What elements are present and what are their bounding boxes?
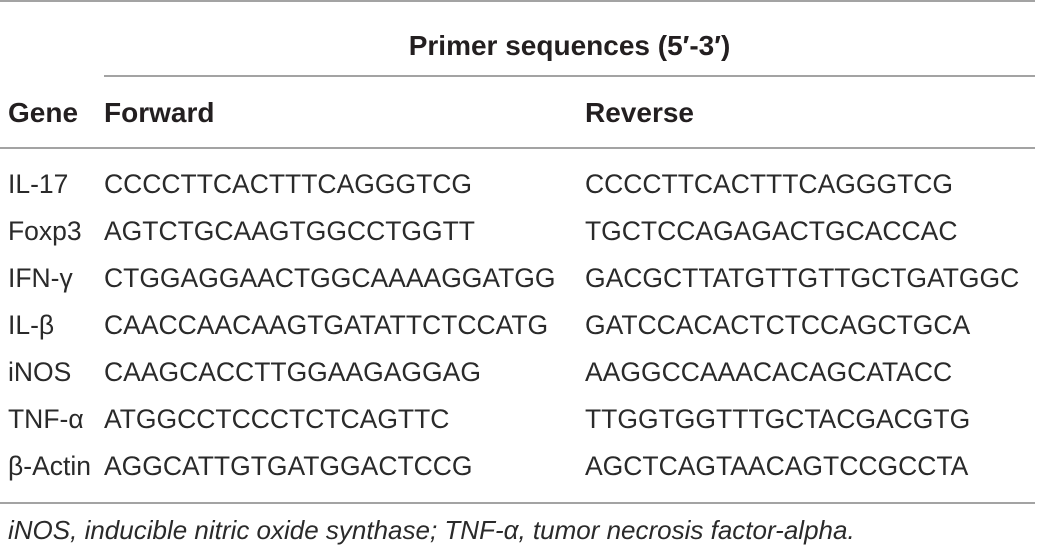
header-gene: Gene (8, 97, 79, 128)
reverse-primer-cell: AGCTCAGTAACAGTCCGCCTA (585, 451, 969, 481)
table-header-row: Gene Forward Reverse (8, 89, 1035, 136)
table-row: IL-17 CCCCTTCACTTTCAGGGTCG CCCCTTCACTTTC… (8, 161, 1035, 208)
table-row: IL-β CAACCAACAAGTGATATTCTCCATG GATCCACAC… (8, 302, 1035, 349)
forward-primer-cell: CCCCTTCACTTTCAGGGTCG (104, 169, 473, 199)
table-row: IFN-γ CTGGAGGAACTGGCAAAAGGATGG GACGCTTAT… (8, 255, 1035, 302)
table-top-rule (0, 0, 1035, 2)
spanning-header-rule (104, 75, 1035, 77)
table-footnote: iNOS, inducible nitric oxide synthase; T… (8, 515, 855, 545)
forward-primer-cell: CTGGAGGAACTGGCAAAAGGATGG (104, 263, 556, 293)
table-row: Foxp3 AGTCTGCAAGTGGCCTGGTT TGCTCCAGAGACT… (8, 208, 1035, 255)
gene-cell: β-Actin (8, 451, 91, 481)
header-bottom-rule (0, 147, 1035, 149)
table-row: TNF-α ATGGCCTCCCTCTCAGTTC TTGGTGGTTTGCTA… (8, 396, 1035, 443)
spanning-header: Primer sequences (5′-3′) (408, 30, 731, 61)
reverse-primer-cell: TGCTCCAGAGACTGCACCAC (585, 216, 958, 246)
forward-primer-cell: CAACCAACAAGTGATATTCTCCATG (104, 310, 549, 340)
forward-primer-cell: AGGCATTGTGATGGACTCCG (104, 451, 473, 481)
reverse-primer-cell: CCCCTTCACTTTCAGGGTCG (585, 169, 954, 199)
gene-cell: Foxp3 (8, 216, 82, 246)
table-bottom-rule (0, 502, 1035, 504)
table-row: iNOS CAAGCACCTTGGAAGAGGAG AAGGCCAAACACAG… (8, 349, 1035, 396)
header-forward: Forward (104, 97, 215, 128)
gene-cell: IFN-γ (8, 263, 73, 293)
table-row: β-Actin AGGCATTGTGATGGACTCCG AGCTCAGTAAC… (8, 443, 1035, 490)
gene-cell: TNF-α (8, 404, 84, 434)
forward-primer-cell: AGTCTGCAAGTGGCCTGGTT (104, 216, 475, 246)
forward-primer-cell: ATGGCCTCCCTCTCAGTTC (104, 404, 450, 434)
gene-cell: IL-17 (8, 169, 69, 199)
reverse-primer-cell: GACGCTTATGTTGTTGCTGATGGC (585, 263, 1020, 293)
table-body: IL-17 CCCCTTCACTTTCAGGGTCG CCCCTTCACTTTC… (8, 161, 1035, 490)
reverse-primer-cell: TTGGTGGTTTGCTACGACGTG (585, 404, 971, 434)
gene-cell: IL-β (8, 310, 55, 340)
gene-cell: iNOS (8, 357, 72, 387)
reverse-primer-cell: GATCCACACTCTCCAGCTGCA (585, 310, 971, 340)
reverse-primer-cell: AAGGCCAAACACAGCATACC (585, 357, 953, 387)
forward-primer-cell: CAAGCACCTTGGAAGAGGAG (104, 357, 481, 387)
header-reverse: Reverse (585, 97, 694, 128)
